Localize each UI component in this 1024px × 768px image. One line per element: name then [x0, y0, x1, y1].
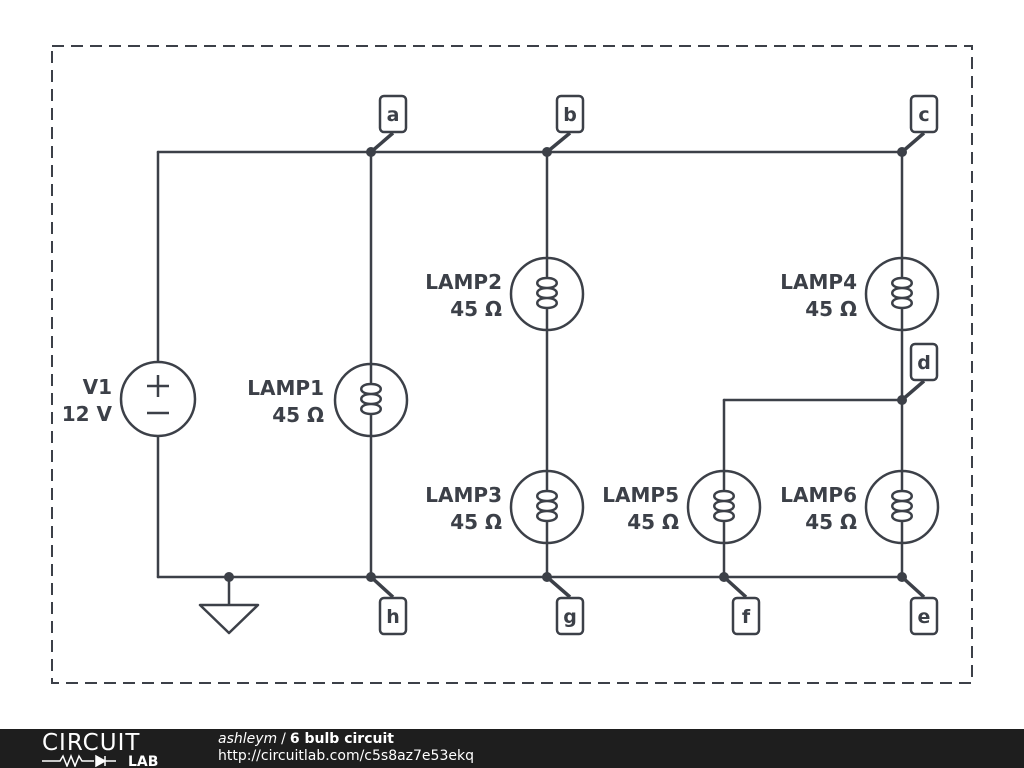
lamp4-value-label: 45 Ω: [805, 297, 857, 321]
schematic-border: [51, 45, 973, 684]
lamp-6[interactable]: [864, 469, 940, 545]
node-label-c: c: [918, 104, 929, 126]
credits: ashleym/6 bulb circuit http://circuitlab…: [218, 731, 474, 765]
node-flag-h[interactable]: h: [369, 575, 408, 636]
diode-icon: [95, 754, 116, 767]
logo-text-top: CIRCUIT: [42, 731, 140, 756]
lamp6-value-label: 45 Ω: [805, 510, 857, 534]
v1-name-label: V1: [83, 375, 112, 399]
node-label-b: b: [563, 104, 577, 126]
node-flag-a[interactable]: a: [369, 94, 408, 154]
node-flag-d[interactable]: d: [900, 342, 939, 402]
lamp-1[interactable]: [333, 362, 409, 438]
lamp2-value-label: 45 Ω: [450, 297, 502, 321]
circuit-title[interactable]: 6 bulb circuit: [289, 731, 394, 747]
lamp-5[interactable]: [686, 469, 762, 545]
resistor-icon: [42, 753, 94, 767]
v1-value-label: 12 V: [62, 402, 113, 426]
node-label-f: f: [742, 606, 751, 628]
node-label-e: e: [918, 606, 931, 628]
footer-bar: CIRCUIT LAB ashleym/6 bulb circuit http:…: [0, 729, 1024, 768]
lamp-4[interactable]: [864, 256, 940, 332]
node-flag-f[interactable]: f: [722, 575, 761, 636]
voltage-source-icon: [119, 360, 197, 438]
node-label-h: h: [386, 606, 400, 628]
lamp3-name-label: LAMP3: [425, 483, 502, 507]
lamp-2[interactable]: [509, 256, 585, 332]
node-flag-b[interactable]: b: [545, 94, 585, 154]
credits-separator: /: [281, 731, 286, 747]
lamp1-value-label: 45 Ω: [272, 403, 324, 427]
lamp5-value-label: 45 Ω: [627, 510, 679, 534]
lamp4-name-label: LAMP4: [780, 270, 857, 294]
node-flag-e[interactable]: e: [900, 575, 939, 636]
circuit-url[interactable]: http://circuitlab.com/c5s8az7e53ekq: [218, 748, 474, 764]
lamp6-name-label: LAMP6: [780, 483, 857, 507]
lamp-3[interactable]: [509, 469, 585, 545]
ground-icon: [198, 603, 260, 635]
author-link[interactable]: ashleym: [218, 731, 278, 747]
schematic-canvas: V1 12 V LAMP1 45 Ω LAMP2 45 Ω LAMP3 45 Ω…: [51, 45, 973, 684]
lamp2-name-label: LAMP2: [425, 270, 502, 294]
node-label-d: d: [917, 352, 931, 374]
lamp3-value-label: 45 Ω: [450, 510, 502, 534]
logo-text-bottom: LAB: [128, 754, 158, 767]
voltage-source-v1[interactable]: [119, 360, 197, 438]
lamp1-name-label: LAMP1: [247, 376, 324, 400]
lamp5-name-label: LAMP5: [602, 483, 679, 507]
node-label-g: g: [563, 606, 577, 628]
node-label-a: a: [387, 104, 400, 126]
node-flag-c[interactable]: c: [900, 94, 939, 154]
circuitlab-logo[interactable]: CIRCUIT LAB: [42, 731, 182, 767]
credits-line: ashleym/6 bulb circuit: [218, 731, 474, 748]
node-flag-g[interactable]: g: [545, 575, 585, 636]
